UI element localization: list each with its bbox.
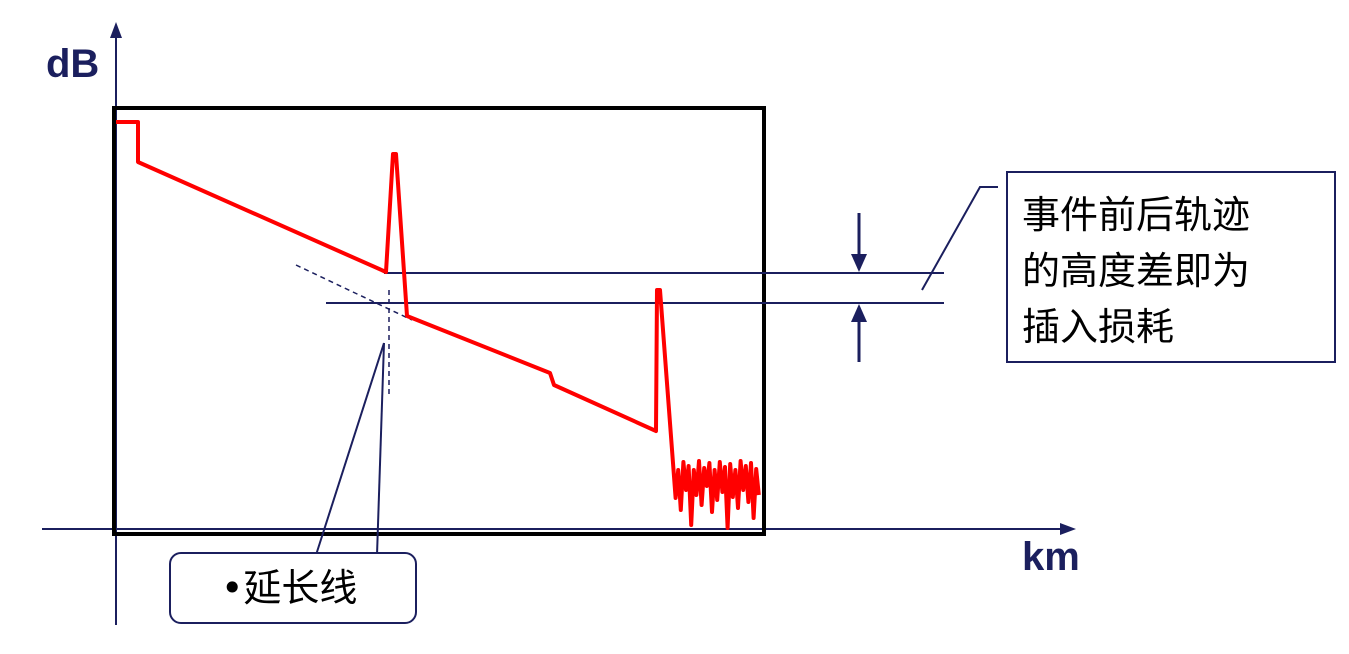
up-arrow-icon <box>851 304 867 322</box>
trace-frame <box>112 106 766 536</box>
callout-leader-line <box>921 186 998 291</box>
otdr-trace <box>116 120 761 530</box>
extension-line-note: •延长线 <box>169 552 417 624</box>
y-axis-label: dB <box>46 42 100 86</box>
ext-leader-line-2 <box>376 342 385 556</box>
y-axis-arrow-icon <box>110 22 122 38</box>
callout-line-1: 事件前后轨迹 <box>1022 193 1251 237</box>
ext-leader-line-1 <box>315 342 385 556</box>
down-arrow-icon <box>851 254 867 272</box>
insertion-loss-callout: 事件前后轨迹 的高度差即为 插入损耗 <box>1006 171 1336 363</box>
callout-line-2: 的高度差即为 <box>1022 249 1251 293</box>
x-axis-arrow-icon <box>1060 523 1076 535</box>
extension-line-label: •延长线 <box>221 566 358 610</box>
x-axis-label: km <box>1022 535 1080 579</box>
callout-line-3: 插入损耗 <box>1022 305 1175 349</box>
extension-dashed-line <box>295 264 413 321</box>
